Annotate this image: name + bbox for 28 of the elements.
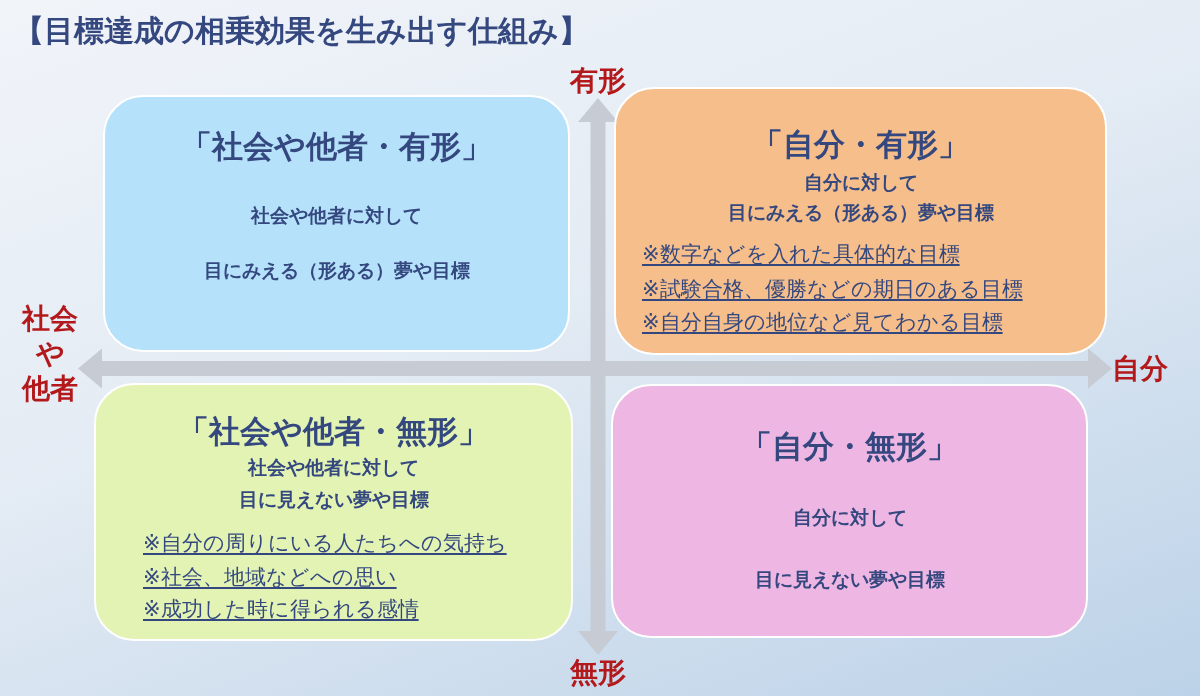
quadrant-text: 目にみえる（形ある）夢や目標	[203, 258, 470, 283]
quadrant-heading: 「自分・無形」	[741, 428, 958, 466]
note-text: ※成功した時に得られる感情	[143, 596, 419, 623]
axis-label: 無形	[570, 654, 626, 690]
note-text: ※試験合格、優勝などの期日のある目標	[642, 276, 1023, 303]
quadrant-heading: 「社会や他者・有形」	[181, 128, 492, 166]
axis-label: 社会や他者	[22, 300, 78, 406]
quadrant-text: 目に見えない夢や目標	[238, 487, 429, 512]
note-text: ※自分の周りにいる人たちへの気持ち	[143, 530, 507, 557]
axis-label: 有形	[570, 62, 626, 98]
quadrant-text: 目にみえる（形ある）夢や目標	[727, 200, 994, 225]
axis-label: 自分	[1112, 350, 1168, 386]
quadrant-heading: 「社会や他者・無形」	[178, 413, 489, 451]
quadrant-box	[94, 383, 573, 641]
quadrant-heading: 「自分・有形」	[752, 126, 969, 164]
quadrant-box	[103, 95, 570, 352]
quadrant-text: 社会や他者に対して	[251, 203, 422, 228]
quadrant-box	[611, 384, 1088, 638]
quadrant-text: 自分に対して	[792, 505, 907, 530]
note-text: ※自分自身の地位など見てわかる目標	[642, 309, 1003, 336]
double-headed-arrow	[578, 98, 618, 655]
quadrant-text: 目に見えない夢や目標	[754, 567, 945, 592]
title: 【目標達成の相乗効果を生み出す仕組み】	[14, 12, 589, 50]
double-headed-arrow	[78, 348, 1112, 389]
note-text: ※数字などを入れた具体的な目標	[642, 241, 960, 268]
quadrant-text: 社会や他者に対して	[248, 455, 419, 480]
note-text: ※社会、地域などへの思い	[143, 564, 397, 591]
quadrant-text: 自分に対して	[803, 170, 918, 195]
